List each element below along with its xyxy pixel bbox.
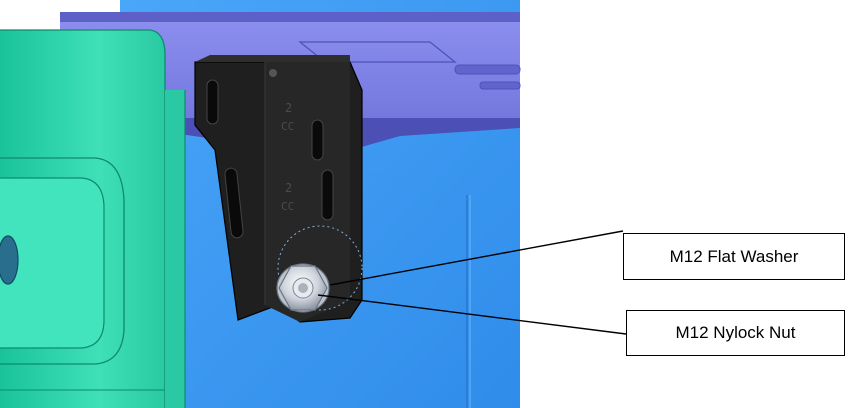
svg-text:CC: CC	[281, 120, 294, 133]
hidden-edge-circle	[277, 225, 363, 311]
side-panel	[0, 29, 186, 408]
callout-washer-label: M12 Flat Washer	[669, 246, 799, 266]
washer-and-nut	[276, 263, 330, 313]
svg-text:2: 2	[285, 181, 292, 195]
callout-nut: M12 Nylock Nut	[626, 310, 845, 356]
callout-washer: M12 Flat Washer	[623, 233, 845, 280]
l-bracket: 2 CC 2 CC	[194, 55, 363, 323]
svg-text:2: 2	[285, 101, 292, 115]
leader-line-washer	[329, 230, 624, 286]
callout-nut-label: M12 Nylock Nut	[675, 323, 796, 342]
leader-line-nut	[317, 294, 627, 335]
svg-text:CC: CC	[281, 200, 294, 213]
